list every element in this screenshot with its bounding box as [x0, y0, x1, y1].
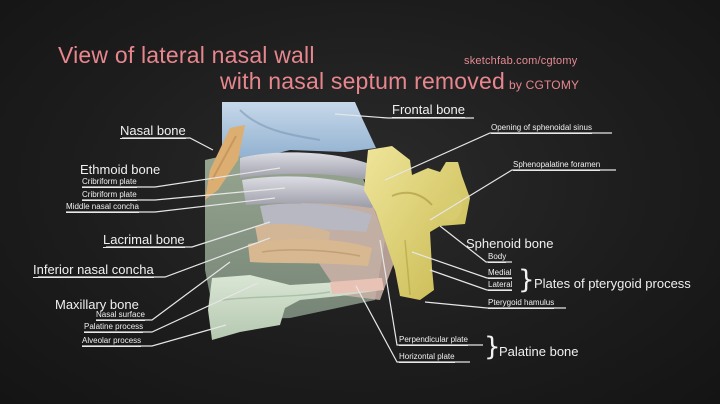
- label-palatine-process: Palatine process: [84, 322, 144, 333]
- middle-concha-shape: [242, 176, 378, 208]
- horizontal-plate-shape: [330, 278, 384, 294]
- label-palatine-bone: Palatine bone: [499, 344, 579, 359]
- label-cribriform-plate-1: Cribriform plate: [82, 177, 137, 188]
- superior-concha-shape: [240, 152, 372, 180]
- label-nasal-bone: Nasal bone: [120, 123, 186, 139]
- brace-pterygoid: }: [518, 265, 535, 295]
- title-line-1: View of lateral nasal wall: [58, 42, 315, 68]
- label-frontal-bone: Frontal bone: [392, 102, 465, 118]
- label-body: Body: [488, 252, 507, 263]
- label-lateral: Lateral: [488, 280, 513, 291]
- label-medial: Medial: [488, 268, 512, 279]
- label-nasal-surface: Nasal surface: [96, 310, 145, 321]
- label-plates-pterygoid-process: Plates of pterygoid process: [534, 276, 691, 291]
- label-lacrimal-bone: Lacrimal bone: [103, 232, 185, 248]
- label-alveolar-process: Alveolar process: [82, 336, 142, 347]
- label-horizontal-plate: Horizontal plate: [399, 352, 455, 363]
- nasal-bone-shape: [205, 125, 245, 200]
- label-ethmoid-bone: Ethmoid bone: [80, 162, 161, 177]
- label-inferior-nasal-concha: Inferior nasal concha: [33, 262, 154, 278]
- label-maxillary-bone: Maxillary bone: [55, 297, 139, 312]
- label-middle-nasal-concha: Middle nasal concha: [66, 202, 139, 213]
- label-sphenoid-bone: Sphenoid bone: [466, 236, 554, 251]
- label-opening-sphenoidal-sinus: Opening of sphenoidal sinus: [491, 123, 592, 134]
- byline: by CGTOMY: [508, 78, 580, 92]
- sphenoid-bone-shape: [364, 146, 470, 300]
- site-link[interactable]: sketchfab.com/cgtomy: [464, 55, 578, 67]
- brace-palatine: }: [484, 332, 501, 362]
- label-perpendicular-plate: Perpendicular plate: [399, 335, 468, 346]
- inferior-concha-shape: [248, 239, 372, 266]
- title-line-2-text: with nasal septum removed: [220, 68, 505, 94]
- label-cribriform-plate-2: Cribriform plate: [82, 190, 137, 201]
- frontal-bone-shape: [222, 102, 376, 160]
- label-pterygoid-hamulus: Pterygoid hamulus: [488, 298, 555, 309]
- label-sphenopalatine-foramen: Sphenopalatine foramen: [513, 160, 601, 171]
